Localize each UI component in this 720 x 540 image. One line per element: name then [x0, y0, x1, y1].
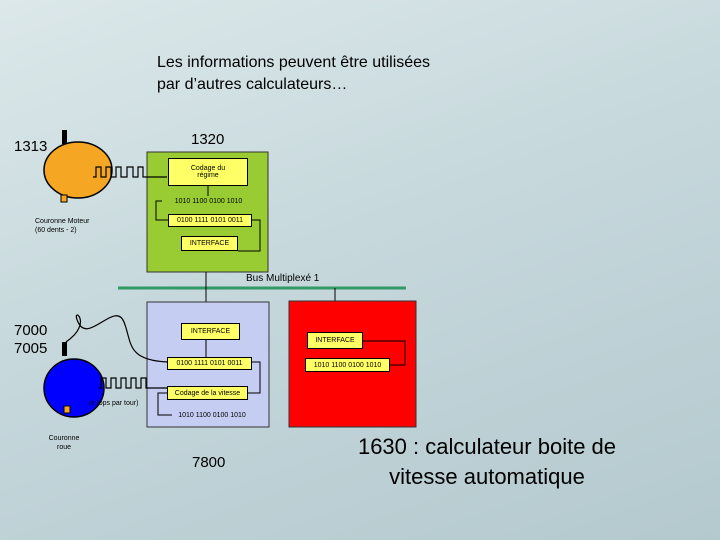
- ecu-1320-wire-b: [155, 200, 168, 221]
- title: Les informations peuvent être utilisées …: [157, 52, 430, 96]
- engine-wheel: [43, 141, 113, 199]
- wheel-sensor-head: [62, 342, 67, 356]
- wheel-speed-coding-box: Codage de la vitesse: [167, 386, 248, 400]
- wheel-pulse-train: [99, 377, 167, 389]
- ecu-1630-binary: 1010 1100 0100 1010: [305, 358, 390, 372]
- sensor-7000-label: 7000 7005: [14, 322, 47, 358]
- ecu-1630-binary-text: 1010 1100 0100 1010: [313, 361, 382, 369]
- ecu-7800-binary-b: 1010 1100 0100 1010: [172, 408, 252, 422]
- ecu-7800-wire-b: [248, 361, 261, 394]
- ecu-7800-binary-b-text: 1010 1100 0100 1010: [178, 411, 246, 419]
- ecu-7800-interface-text: INTERFACE: [190, 328, 231, 335]
- engine-sensor-head: [62, 130, 67, 144]
- ecu-1320-binary-a: 1010 1100 0100 1010: [162, 196, 255, 207]
- wheel-speed-coding-label: Codage de la vitesse: [174, 389, 241, 397]
- bus-label: Bus Multiplexé 1: [246, 273, 320, 284]
- sensor-7005-id: 7005: [14, 340, 48, 357]
- ecu-7800-interface: INTERFACE: [181, 323, 240, 340]
- ecu-7800-label: 7800: [192, 454, 226, 471]
- ecu-7800-wire-c: [157, 392, 172, 416]
- wheel: [43, 358, 105, 418]
- engine-pulse-train: [93, 166, 167, 178]
- ecu-1630-interface: INTERFACE: [307, 332, 363, 349]
- ecu-1320-binary-b: 0100 1111 0101 0011: [168, 214, 252, 227]
- ecu-1630-caption-1: 1630 : calculateur boite de: [357, 434, 617, 459]
- engine-sensor-tip: [60, 194, 68, 203]
- ecu-1630-wire: [362, 340, 406, 366]
- title-line-2: par d’autres calculateurs…: [157, 76, 348, 93]
- ecu-1630-caption-2: vitesse automatique: [389, 464, 585, 489]
- sensor-1313-label: 1313: [14, 138, 48, 155]
- ecu-1320-wire-c: [238, 219, 261, 252]
- ecu-1630-caption: 1630 : calculateur boite de vitesse auto…: [332, 432, 642, 492]
- engine-speed-coding-label: Codage du régime: [190, 165, 226, 179]
- engine-wheel-caption: Couronne Moteur (60 dents - 2): [35, 217, 89, 235]
- wheel-sensor-wire: [65, 314, 168, 363]
- ecu-7800-binary-a: 0100 1111 0101 0011: [167, 357, 252, 370]
- ecu-1320-binary-b-text: 0100 1111 0101 0011: [176, 217, 244, 224]
- ecu-1630-interface-text: INTERFACE: [315, 337, 355, 344]
- pulse-count-label: (x tops par tour): [89, 400, 139, 407]
- ecu-7800-binary-a-text: 0100 1111 0101 0011: [176, 360, 243, 367]
- ecu-1320-label: 1320: [191, 131, 225, 148]
- title-line-1: Les informations peuvent être utilisées: [157, 54, 431, 71]
- wheel-caption-1: Couronne: [48, 435, 80, 442]
- wheel-caption: Couronne roue: [40, 434, 88, 452]
- wheel-sensor-tip: [63, 405, 71, 414]
- engine-speed-coding-box: Codage du régime: [168, 158, 248, 186]
- ecu-1320-interface-text: INTERFACE: [189, 240, 230, 247]
- engine-wheel-caption-1: Couronne Moteur: [35, 218, 90, 225]
- engine-wheel-caption-2: (60 dents - 2): [35, 227, 77, 234]
- wheel-caption-2: roue: [56, 444, 71, 451]
- ecu-1320-interface: INTERFACE: [181, 236, 238, 251]
- sensor-7000-id: 7000: [14, 322, 48, 339]
- ecu-1320-binary-a-text: 1010 1100 0100 1010: [174, 198, 243, 205]
